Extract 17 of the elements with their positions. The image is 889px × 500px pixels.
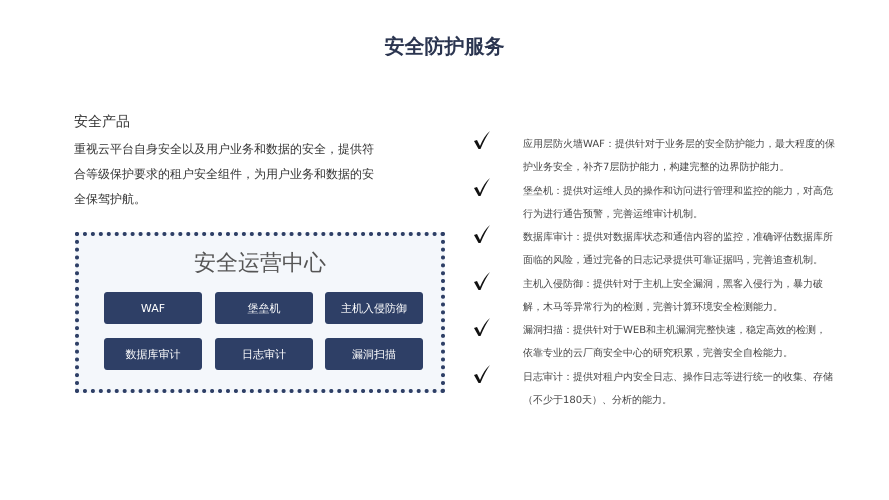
product-box: 堡垒机 bbox=[215, 292, 313, 324]
product-box: WAF bbox=[104, 292, 202, 324]
page-title: 安全防护服务 bbox=[384, 33, 506, 60]
feature-text: 漏洞扫描：提供针对于WEB和主机漏洞完整快速，稳定高效的检测，依靠专业的云厂商安全中心的研究积累，完善安全自检能力。 bbox=[523, 324, 828, 361]
section-heading: 安全产品 bbox=[74, 113, 130, 131]
product-box: 主机入侵防御 bbox=[325, 292, 423, 324]
feature-text: 堡垒机：提供对运维人员的操作和访问进行管理和监控的能力，对高危行为进行通告预警，完善运维审计机制。 bbox=[523, 184, 834, 222]
feature-text: 日志审计：提供对租户内安全日志、操作日志等进行统一的收集、存储（不少于180天）、分析的能力。 bbox=[523, 370, 834, 408]
feature-text: 应用层防火墙WAF：提供针对于业务层的安全防护能力，最大程度的保护业务安全，补齐7层防护能力，构建完整的边界防护能力。 bbox=[523, 138, 835, 175]
paragraph: 重视云平台自身安全以及用户业务和数据的安全，提供符合等级保护要求的租户安全组件，为用户业务和数据的安全保驾护航。 bbox=[74, 141, 375, 208]
product-box: 漏洞扫描 bbox=[325, 338, 423, 370]
feature-text: 主机入侵防御：提供针对于主机上安全漏洞，黑客入侵行为，暴力破解，木马等异常行为的检测，完善计算环境安全检测能力。 bbox=[523, 278, 824, 315]
product-box: 数据库审计 bbox=[104, 338, 202, 370]
feature-text: 数据库审计：提供对数据库状态和通信内容的监控，准确评估数据库所面临的风险，通过完备的日志记录提供可靠证据吗，完善追查机制。 bbox=[523, 230, 834, 268]
product-box: 日志审计 bbox=[215, 338, 313, 370]
dotted-panel bbox=[75, 232, 445, 393]
panel-heading: 安全运营中心 bbox=[193, 250, 327, 278]
